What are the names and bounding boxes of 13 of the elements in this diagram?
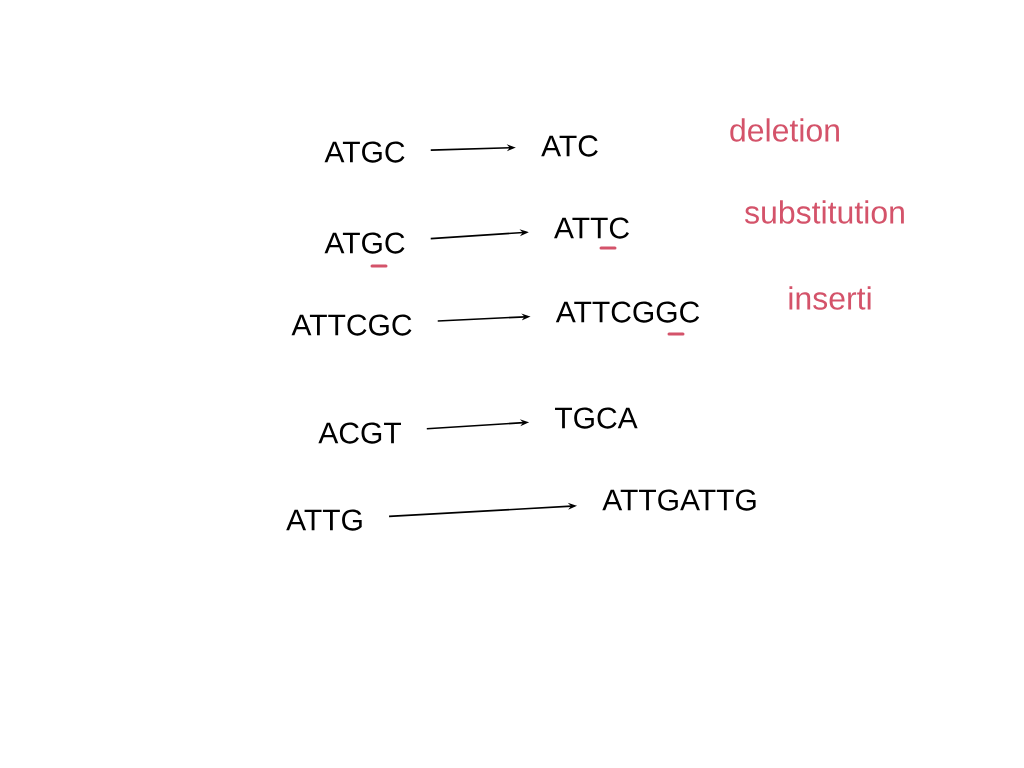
sequence-text: ATGC [324, 141, 405, 163]
sequence-text: ACGT [318, 422, 401, 444]
mutation-label: inserti [789, 286, 871, 310]
mutation-label: deletion [730, 118, 839, 142]
sequence-text: TGCA [555, 407, 638, 429]
sequence-text: ATTGATTG [602, 489, 756, 511]
mutation-label: substitution [744, 200, 904, 224]
sequence-text: ATGC [324, 232, 405, 254]
sequence-text: ATTCGC [291, 314, 412, 336]
sequence-text: ATTG [286, 509, 362, 531]
sequence-text: ATTC [554, 217, 629, 239]
sequence-text: ATC [541, 135, 598, 157]
sequence-text: ATTCGGC [555, 301, 700, 323]
